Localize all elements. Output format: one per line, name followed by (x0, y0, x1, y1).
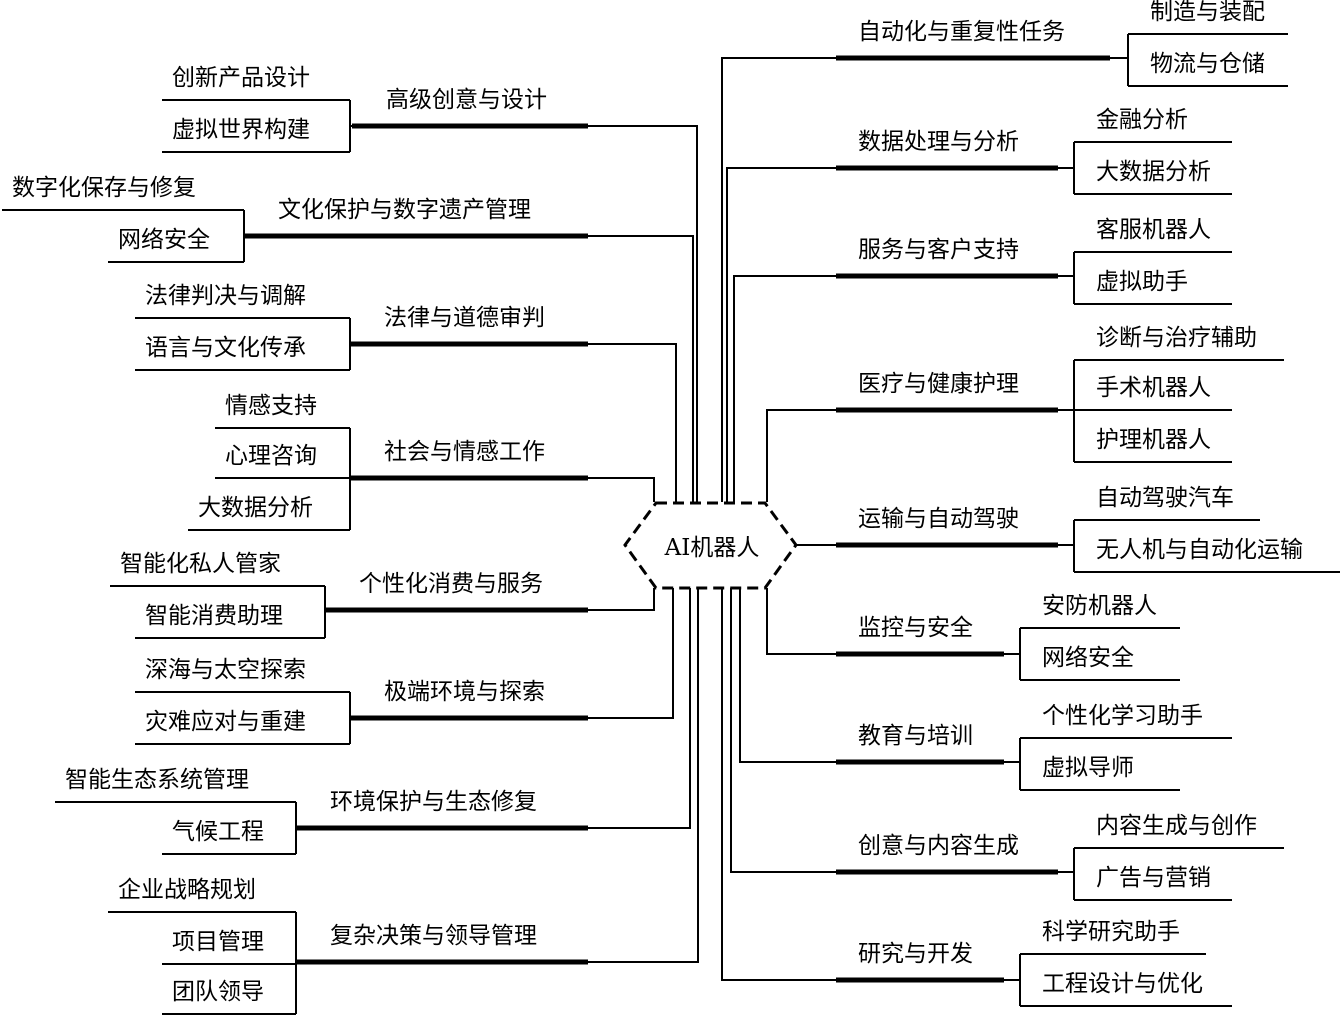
left-leaf-label-4-1: 智能消费助理 (145, 603, 283, 629)
right-connector-8 (721, 588, 836, 981)
right-leaf-label-5-0: 安防机器人 (1042, 593, 1157, 619)
left-leaf-label-2-0: 法律判决与调解 (145, 283, 306, 309)
right-leaf-label-6-1: 虚拟导师 (1042, 755, 1134, 781)
right-connector-0 (721, 57, 836, 502)
right-leaf-label-8-0: 科学研究助手 (1042, 919, 1180, 945)
left-branch-label-1: 文化保护与数字遗产管理 (278, 197, 531, 223)
left-branch-label-2: 法律与道德审判 (384, 305, 545, 331)
right-branch-label-0: 自动化与重复性任务 (858, 19, 1065, 45)
right-leaf-label-1-1: 大数据分析 (1096, 159, 1211, 185)
right-leaf-label-3-0: 诊断与治疗辅助 (1096, 325, 1257, 351)
center-node-label: AI机器人 (664, 535, 760, 561)
right-leaf-label-2-1: 虚拟助手 (1096, 269, 1188, 295)
right-leaf-label-4-1: 无人机与自动化运输 (1096, 537, 1303, 563)
left-leaf-label-0-1: 虚拟世界构建 (172, 117, 310, 143)
left-leaf-label-5-0: 深海与太空探索 (145, 657, 306, 683)
right-leaf-label-7-0: 内容生成与创作 (1096, 813, 1257, 839)
left-branch-label-3: 社会与情感工作 (384, 439, 545, 465)
right-leaf-label-3-1: 手术机器人 (1096, 375, 1211, 401)
right-connector-7 (730, 588, 836, 873)
right-connector-3 (766, 409, 836, 502)
right-branch-label-4: 运输与自动驾驶 (858, 506, 1019, 532)
left-leaf-label-6-0: 智能生态系统管理 (65, 767, 249, 793)
left-leaf-label-7-1: 项目管理 (172, 929, 264, 955)
left-connector-2 (588, 343, 677, 502)
left-leaf-label-1-1: 网络安全 (118, 227, 210, 253)
right-branch-label-6: 教育与培训 (858, 723, 973, 749)
left-leaf-label-1-0: 数字化保存与修复 (12, 175, 196, 201)
left-connector-5 (588, 588, 674, 719)
left-leaf-label-7-0: 企业战略规划 (118, 877, 256, 903)
center-hexagon (623, 501, 798, 590)
right-leaf-label-4-0: 自动驾驶汽车 (1096, 485, 1234, 511)
right-branch-label-7: 创意与内容生成 (858, 833, 1019, 859)
right-branch-label-2: 服务与客户支持 (858, 237, 1019, 263)
right-branch-label-5: 监控与安全 (858, 615, 973, 641)
left-leaf-label-7-2: 团队领导 (172, 979, 264, 1005)
right-connector-1 (726, 167, 836, 502)
right-leaf-label-0-0: 制造与装配 (1150, 0, 1265, 25)
right-leaf-label-6-0: 个性化学习助手 (1042, 703, 1203, 729)
left-branch-label-7: 复杂决策与领导管理 (330, 923, 537, 949)
left-leaf-label-2-1: 语言与文化传承 (145, 335, 306, 361)
left-leaf-label-6-1: 气候工程 (172, 819, 264, 845)
left-connector-0 (588, 125, 698, 502)
left-connector-1 (588, 235, 694, 502)
right-leaf-label-0-1: 物流与仓储 (1150, 51, 1265, 77)
right-connector-2 (733, 275, 836, 502)
left-branch-label-4: 个性化消费与服务 (359, 571, 543, 597)
right-leaf-label-2-0: 客服机器人 (1096, 217, 1211, 243)
left-branch-label-5: 极端环境与探索 (384, 679, 545, 705)
left-connector-3 (588, 477, 655, 502)
left-connector-7 (588, 588, 699, 963)
right-leaf-label-5-1: 网络安全 (1042, 645, 1134, 671)
left-branch-label-6: 环境保护与生态修复 (330, 789, 537, 815)
right-leaf-label-7-1: 广告与营销 (1096, 865, 1211, 891)
right-branch-label-8: 研究与开发 (858, 941, 973, 967)
right-branch-label-1: 数据处理与分析 (858, 129, 1019, 155)
left-connector-6 (588, 588, 691, 829)
left-leaf-label-3-1: 心理咨询 (225, 443, 317, 469)
right-connector-5 (766, 588, 836, 655)
right-leaf-label-8-1: 工程设计与优化 (1042, 971, 1203, 997)
right-leaf-label-1-0: 金融分析 (1096, 107, 1188, 133)
left-leaf-label-5-1: 灾难应对与重建 (145, 709, 306, 735)
left-leaf-label-4-0: 智能化私人管家 (120, 551, 281, 577)
left-leaf-label-3-0: 情感支持 (225, 393, 317, 419)
left-branch-label-0: 高级创意与设计 (386, 87, 547, 113)
left-connector-4 (588, 588, 655, 611)
right-leaf-label-3-2: 护理机器人 (1096, 427, 1211, 453)
left-leaf-label-3-2: 大数据分析 (198, 495, 313, 521)
right-branch-label-3: 医疗与健康护理 (858, 371, 1019, 397)
left-leaf-label-0-0: 创新产品设计 (172, 65, 310, 91)
right-connector-6 (739, 588, 836, 763)
